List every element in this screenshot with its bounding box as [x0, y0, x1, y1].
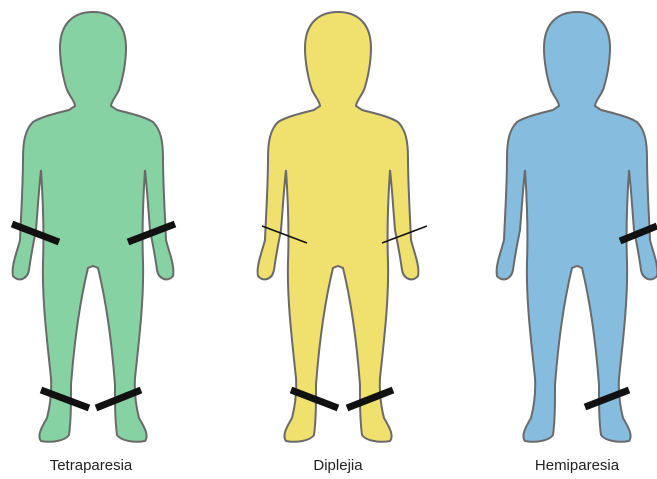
label-tetraparesia: Tetraparesia	[11, 457, 171, 474]
child-silhouette	[13, 12, 174, 442]
label-diplejia: Diplejia	[258, 457, 418, 474]
child-silhouette	[497, 12, 657, 442]
child-silhouette	[258, 12, 419, 442]
label-hemiparesia: Hemiparesia	[497, 457, 657, 474]
figure-hemiparesia	[497, 12, 657, 442]
figure-tetraparesia	[12, 12, 175, 442]
figure-diplejia	[258, 12, 427, 442]
